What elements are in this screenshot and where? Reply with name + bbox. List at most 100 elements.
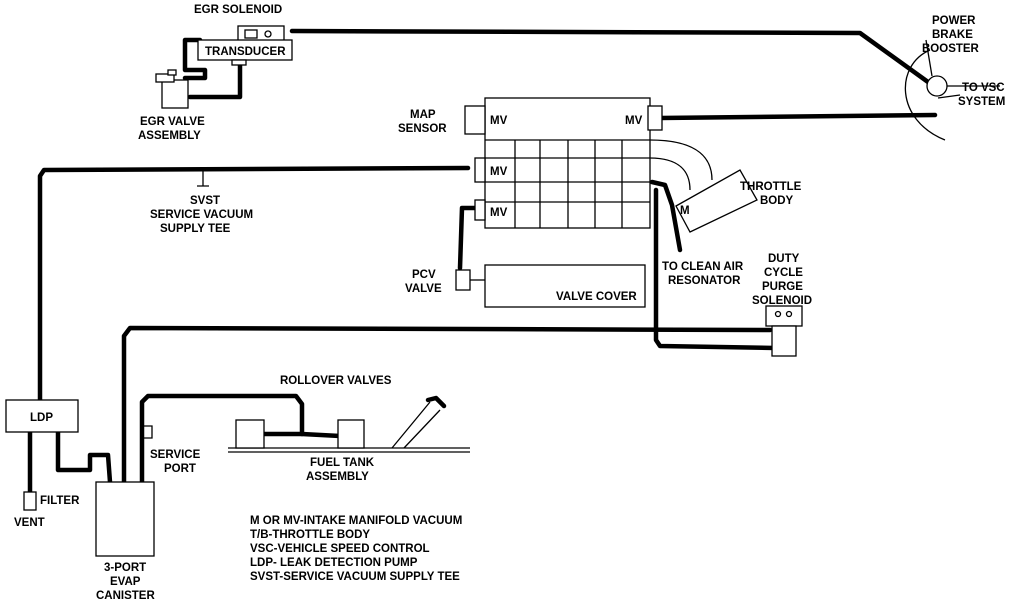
label-power-brake-2: BRAKE <box>932 29 973 41</box>
label-canister-2: EVAP <box>110 576 141 588</box>
valve-cover-box <box>484 264 646 308</box>
hose-throttle-to-resonator <box>649 179 683 253</box>
legend-line-4: LDP- LEAK DETECTION PUMP <box>250 557 418 569</box>
vent-filter <box>23 491 37 511</box>
manifold-port-low <box>474 199 486 221</box>
label-clean-air-2: RESONATOR <box>668 275 741 287</box>
hose-ldp-to-canister <box>55 427 113 485</box>
brake-booster-mount-1 <box>925 39 933 77</box>
label-service-port-1: SERVICE <box>150 449 201 461</box>
brake-booster-mount-2 <box>937 94 961 99</box>
purge-terminal-2 <box>785 310 793 318</box>
label-svst-2: SERVICE VACUUM <box>150 209 253 221</box>
egr-solenoid-port <box>244 29 258 39</box>
legend-line-5: SVST-SERVICE VACUUM SUPPLY TEE <box>250 571 460 583</box>
svst-tee-shape <box>197 170 209 187</box>
egr-solenoid-transducer <box>197 25 293 66</box>
hose-transducer-to-egr-valve <box>187 59 243 100</box>
vacuum-hoses <box>27 28 938 495</box>
label-mv-low: MV <box>490 207 508 219</box>
label-valve-cover: VALVE COVER <box>556 291 637 303</box>
label-canister-3: CANISTER <box>96 590 155 602</box>
hose-transducer-to-egr-valve-top <box>182 37 208 81</box>
label-rollover-valves: ROLLOVER VALVES <box>280 375 392 387</box>
valve-cover <box>455 264 646 308</box>
label-vent: VENT <box>14 517 45 529</box>
label-service-port-2: PORT <box>164 463 196 475</box>
egr-solenoid-terminal <box>264 30 272 38</box>
throttle-body-outline <box>675 169 758 233</box>
label-pcv-2: VALVE <box>405 283 442 295</box>
label-mv-mid: MV <box>490 166 508 178</box>
manifold-port-upper-left <box>464 105 486 135</box>
rollover-valve-1 <box>235 419 265 449</box>
purge-solenoid-head <box>765 305 803 327</box>
purge-terminal-1 <box>774 310 782 318</box>
label-transducer: TRANSDUCER <box>205 46 286 58</box>
label-svst-3: SUPPLY TEE <box>160 223 231 235</box>
manifold-port-upper-right <box>647 105 663 131</box>
label-pcv-1: PCV <box>412 269 436 281</box>
legend-line-2: T/B-THROTTLE BODY <box>250 529 370 541</box>
filter-box <box>23 491 37 511</box>
power-brake-booster <box>904 39 1000 141</box>
label-fuel-tank-1: FUEL TANK <box>310 457 375 469</box>
pcv-valve-body <box>455 269 471 291</box>
purge-solenoid-body <box>771 325 797 357</box>
component-labels: EGR SOLENOID TRANSDUCER EGR VALVE ASSEMB… <box>14 4 1005 602</box>
label-to-vsc-1: TO VSC <box>962 82 1005 94</box>
throttle-elbow <box>649 139 713 191</box>
fill-neck <box>391 401 441 449</box>
label-canister-1: 3-PORT <box>104 562 146 574</box>
label-egr-valve-2: ASSEMBLY <box>138 130 201 142</box>
evap-canister <box>95 481 155 557</box>
brake-booster-arc <box>904 49 946 141</box>
label-ldp: LDP <box>30 412 53 424</box>
hose-transducer-to-brake-booster <box>289 28 931 85</box>
manifold-port-mid <box>474 157 486 183</box>
label-throttle-body-1: THROTTLE <box>740 181 802 193</box>
label-duty-cycle-2: CYCLE <box>764 267 803 279</box>
label-clean-air-1: TO CLEAN AIR <box>662 261 744 273</box>
hose-fill-neck <box>425 395 447 409</box>
manifold-grid <box>485 139 650 228</box>
hose-purge-to-canister <box>121 325 773 485</box>
hose-purge-to-throttle <box>653 187 778 351</box>
label-map-sensor-2: SENSOR <box>398 123 447 135</box>
leak-detection-pump <box>5 399 79 433</box>
label-svst-1: SVST <box>190 195 220 207</box>
legend-line-1: M OR MV-INTAKE MANIFOLD VACUUM <box>250 515 462 527</box>
brake-booster-check-valve <box>926 75 948 97</box>
label-mv-upper-right: MV <box>625 115 643 127</box>
label-egr-solenoid: EGR SOLENOID <box>194 4 282 16</box>
label-fuel-tank-2: ASSEMBLY <box>306 471 369 483</box>
egr-valve-cap <box>155 73 175 83</box>
label-duty-cycle-4: SOLENOID <box>752 295 812 307</box>
label-throttle-body-2: BODY <box>760 195 794 207</box>
hose-svst-to-ldp <box>37 165 471 403</box>
transducer-nub <box>231 59 247 66</box>
service-port <box>142 425 153 439</box>
egr-valve-body <box>161 79 189 109</box>
ldp-box <box>5 399 79 433</box>
label-to-vsc-2: SYSTEM <box>958 96 1005 108</box>
throttle-body <box>649 139 758 233</box>
label-filter: FILTER <box>40 495 80 507</box>
duty-cycle-purge-solenoid <box>765 305 803 357</box>
label-power-brake-1: POWER <box>932 15 976 27</box>
fuel-tank <box>228 401 470 453</box>
label-power-brake-3: BOOSTER <box>922 43 980 55</box>
label-m-throttle: M <box>680 205 690 217</box>
rollover-valve-2 <box>337 419 365 449</box>
legend-line-3: VSC-VEHICLE SPEED CONTROL <box>250 543 430 555</box>
egr-valve-stem <box>167 69 177 76</box>
label-mv-upper-left: MV <box>490 115 508 127</box>
hose-mv-to-pcv <box>457 205 478 271</box>
svst-tee <box>197 170 209 187</box>
label-duty-cycle-3: PURGE <box>762 281 803 293</box>
egr-valve-assembly <box>155 69 189 109</box>
service-port-shape <box>142 425 153 439</box>
canister-box <box>95 481 155 557</box>
label-egr-valve-1: EGR VALVE <box>140 116 205 128</box>
